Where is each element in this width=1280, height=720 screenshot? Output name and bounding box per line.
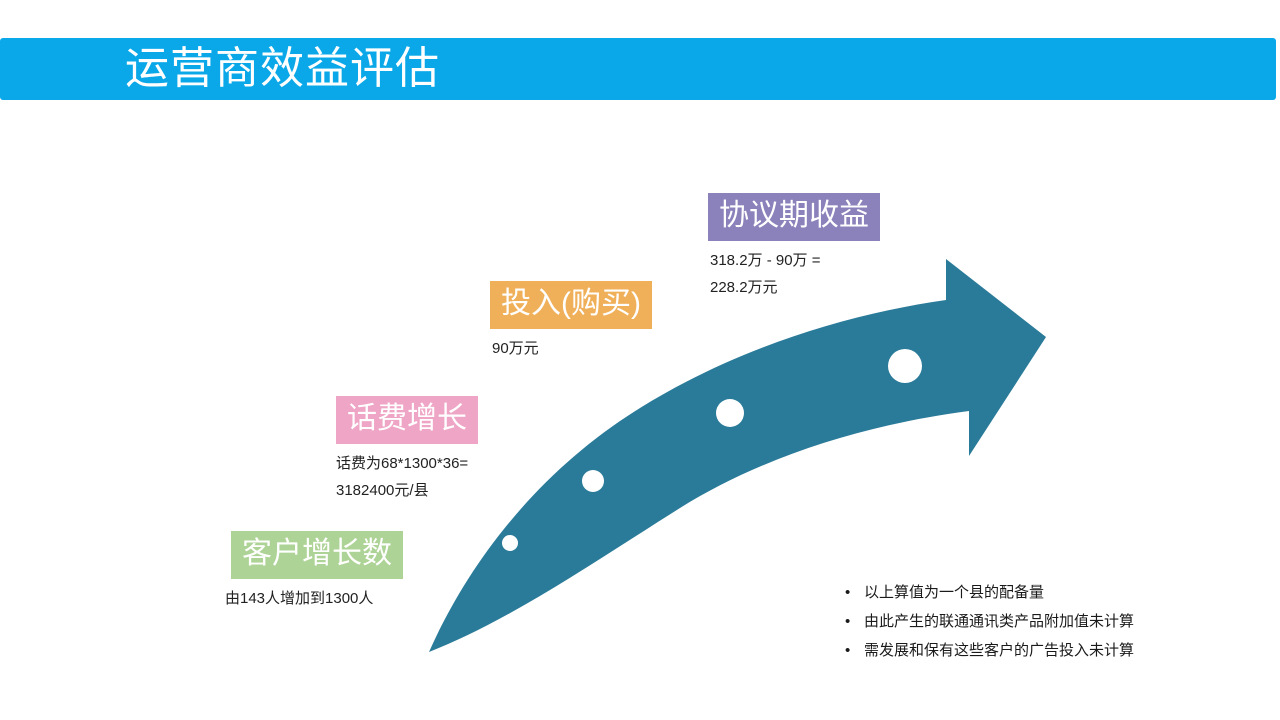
callout-revenue: 协议期收益 318.2万 - 90万 = 228.2万元 — [708, 193, 880, 301]
callout-fee-detail-line2: 3182400元/县 — [336, 482, 429, 499]
bullet-glyph: • — [845, 613, 851, 630]
page-title: 运营商效益评估 — [125, 44, 440, 93]
callout-customers-chip: 客户增长数 — [231, 531, 403, 579]
milestone-dot-2 — [582, 470, 604, 492]
title-banner — [0, 38, 1276, 100]
bullet-glyph: • — [845, 584, 851, 601]
bullet-glyph: • — [845, 642, 851, 659]
callout-fee: 话费增长 话费为68*1300*36= 3182400元/县 — [336, 396, 478, 504]
callout-customers-detail-line1: 由143人增加到1300人 — [225, 590, 374, 607]
milestone-dot-4 — [888, 349, 922, 383]
callout-invest: 投入(购买) 90万元 — [490, 281, 652, 362]
callout-fee-chip: 话费增长 — [336, 396, 478, 444]
callout-revenue-detail-line2: 228.2万元 — [710, 279, 778, 296]
notes-list: • 以上算值为一个县的配备量 • 由此产生的联通通讯类产品附加值未计算 • 需发… — [845, 578, 1245, 665]
milestone-dot-1 — [502, 535, 518, 551]
milestone-dot-3 — [716, 399, 744, 427]
callout-invest-detail-line1: 90万元 — [492, 340, 539, 357]
note-item: • 由此产生的联通通讯类产品附加值未计算 — [845, 607, 1245, 636]
note-item-text: 需发展和保有这些客户的广告投入未计算 — [864, 642, 1135, 659]
note-item: • 需发展和保有这些客户的广告投入未计算 — [845, 636, 1245, 665]
note-item: • 以上算值为一个县的配备量 — [845, 578, 1245, 607]
callout-customers: 客户增长数 由143人增加到1300人 — [225, 531, 403, 612]
note-item-text: 以上算值为一个县的配备量 — [864, 584, 1045, 601]
callout-fee-detail-line1: 话费为68*1300*36= — [336, 455, 469, 472]
note-item-text: 由此产生的联通通讯类产品附加值未计算 — [864, 613, 1135, 630]
callout-revenue-chip: 协议期收益 — [708, 193, 880, 241]
callout-invest-chip: 投入(购买) — [490, 281, 652, 329]
arrow-milestone-dots — [502, 349, 922, 551]
callout-revenue-detail-line1: 318.2万 - 90万 = — [710, 252, 821, 269]
